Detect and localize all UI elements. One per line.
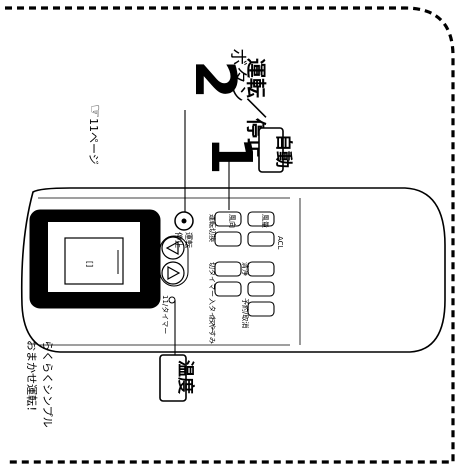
- caption-line-2: おまかせ運転！: [25, 340, 38, 417]
- pointing-hand-icon: ☞: [86, 104, 105, 118]
- btn-sleep-label: おやすみ: [208, 316, 216, 344]
- timer-label: 11/タイマー: [161, 295, 170, 334]
- run-stop-callout-2: ボタン: [227, 48, 248, 102]
- btn-fan2-label: 風量: [261, 214, 269, 228]
- page-reference: 11ページ: [87, 118, 100, 165]
- screen-mark: []: [85, 261, 94, 267]
- remote-control: [] 温度 運転 停止 運転切換 風向: [20, 187, 446, 353]
- temperature-buttons[interactable]: [159, 235, 189, 287]
- btn-acl-label: ACL: [276, 236, 284, 250]
- btn-clean-label: 清浄: [241, 262, 250, 276]
- run-stop-button[interactable]: [174, 211, 194, 231]
- btn-timer-off-label: 切タイマー: [208, 262, 217, 297]
- btn-temp-label: 温度: [146, 250, 156, 266]
- btn-run-label: 運転: [184, 232, 193, 248]
- btn-stop-label: 停止: [174, 232, 184, 248]
- btn-fan-label: 風向: [228, 214, 237, 228]
- btn-timer-on-label: 入タイマー: [208, 298, 217, 333]
- function-buttons[interactable]: [214, 211, 275, 317]
- btn-reserve-label: 予約/取消: [241, 298, 250, 328]
- step-number-2: 2: [182, 60, 247, 99]
- auto-callout: 自動: [273, 134, 294, 168]
- step-number-1: 1: [198, 136, 263, 175]
- btn-mode-label: 運転切換: [208, 214, 217, 242]
- caption-line-1: らくらくシンプル: [41, 340, 54, 428]
- temp-callout: 温度: [175, 360, 196, 395]
